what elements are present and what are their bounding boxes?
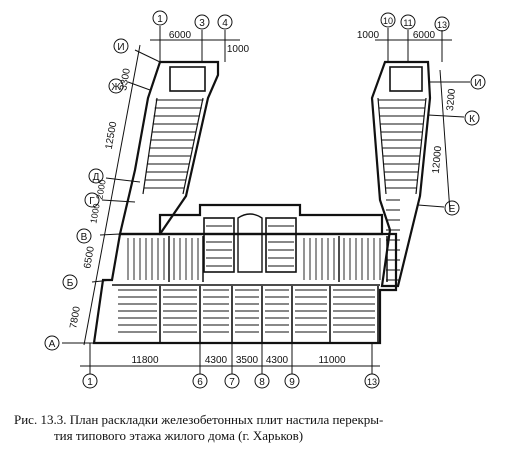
dim-left-7800: 7800 (68, 305, 83, 329)
axis-right-И: И (474, 78, 481, 89)
axis-left-Ж: Ж (111, 82, 121, 93)
dim-right-12000: 12000 (431, 145, 444, 174)
dim-top-left-6000: 6000 (169, 30, 192, 41)
slab-line (182, 97, 204, 195)
axis-left-Г: Г (89, 196, 95, 207)
right-wing-outline (370, 60, 432, 288)
slab-hatching (112, 66, 427, 342)
slab-line (415, 97, 427, 195)
axis-top-right-11: 11 (403, 18, 412, 28)
floor-plan-drawing: 1 3 4 6000 1000 10 11 13 1000 6000 И Ж (44, 10, 486, 389)
axis-bottom-6: 6 (197, 377, 203, 388)
dim-right-3200: 3200 (445, 88, 458, 112)
dim-top-right-6000: 6000 (413, 30, 436, 41)
axis-left-Б: Б (67, 278, 74, 289)
axis-top-right-13: 13 (437, 20, 447, 30)
dim-left-1000: 1000 (88, 203, 101, 224)
dim-left-6500: 6500 (82, 245, 97, 269)
axis-left-И: И (117, 42, 124, 53)
dim-top-right-1000: 1000 (357, 30, 380, 41)
slab-line (142, 97, 158, 195)
axis-bottom-9: 9 (289, 377, 295, 388)
main-block-slabs (112, 236, 388, 342)
axis-bottom-8: 8 (259, 377, 265, 388)
center-block-outline (158, 203, 384, 236)
dim-top-left-1000: 1000 (227, 44, 250, 55)
dim-left-12500: 12500 (104, 120, 120, 150)
axes-top-right (375, 12, 452, 62)
center-slabs (203, 213, 297, 273)
axis-bottom-1: 1 (87, 377, 93, 388)
axis-left-Д: Д (93, 172, 100, 183)
dim-left-3300: 3300 (118, 67, 133, 91)
figure-caption: Рис. 13.3. План раскладки железобетонных… (14, 412, 504, 444)
right-dimension-chain (417, 69, 486, 216)
dim-bottom-11000: 11000 (318, 355, 346, 366)
dim-bottom-4300-right: 4300 (266, 355, 289, 366)
axis-right-Е: Е (449, 204, 456, 215)
axis-left-А: А (49, 339, 56, 350)
axes-top-left (150, 10, 240, 62)
right-wing-slabs (377, 66, 427, 281)
axis-right-К: К (469, 114, 475, 125)
left-dimension-chain (44, 38, 161, 351)
axis-bottom-7: 7 (229, 377, 235, 388)
main-block-outline (92, 232, 398, 345)
dim-bottom-3500: 3500 (236, 355, 259, 366)
caption-line-2: тия типового этажа жилого дома (г. Харьк… (54, 428, 304, 443)
axis-top-left-4: 4 (222, 18, 228, 29)
axis-top-left-1: 1 (157, 14, 163, 25)
bottom-dimension-chain (80, 343, 380, 389)
axis-bottom-13: 13 (367, 377, 377, 387)
dim-bottom-11800: 11800 (131, 355, 159, 366)
slab-line (377, 97, 387, 195)
left-wing-slabs (142, 66, 206, 195)
axis-top-right-10: 10 (383, 16, 393, 26)
axis-left-В: В (81, 232, 88, 243)
dim-left-2000: 2000 (94, 179, 107, 200)
dim-bottom-4300-left: 4300 (205, 355, 228, 366)
caption-line-1: Рис. 13.3. План раскладки железобетонных… (14, 412, 384, 427)
axis-top-left-3: 3 (199, 18, 205, 29)
